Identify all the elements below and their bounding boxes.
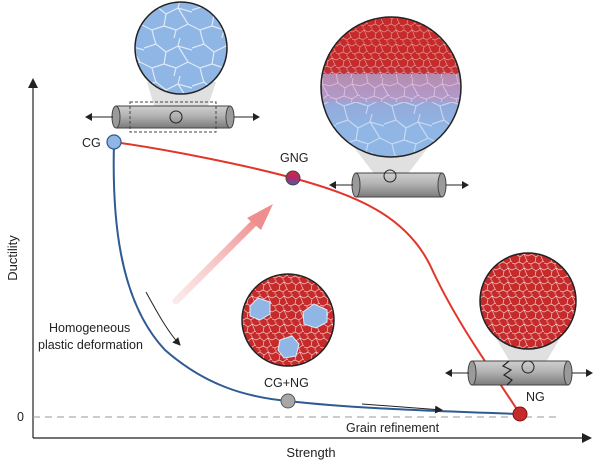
- axes: 0 Strength Ductility: [5, 78, 592, 460]
- cg-label: CG: [82, 136, 101, 150]
- gng-point-marker: [285, 170, 301, 186]
- gng-rod: [329, 169, 469, 198]
- grain-refinement-label: Grain refinement: [346, 421, 440, 435]
- cg-inset: CG: [82, 1, 260, 150]
- ng-label: NG: [526, 390, 545, 404]
- cg-ng-grain-image: [241, 273, 335, 367]
- y-axis-arrow: [28, 78, 38, 88]
- x-axis-title: Strength: [286, 445, 335, 460]
- cg-rod: [85, 101, 260, 133]
- cg-ng-label: CG+NG: [264, 376, 309, 390]
- ng-point-marker: [512, 406, 528, 422]
- ng-rod: [445, 360, 593, 386]
- red-curve-cg-to-ng: [113, 141, 521, 415]
- y-zero-label: 0: [17, 410, 24, 424]
- gng-grain-image: [320, 16, 462, 158]
- x-axis-arrow: [582, 433, 592, 443]
- cg-grain-image: [134, 1, 228, 95]
- homogeneous-label-line1: Homogeneous: [49, 321, 130, 335]
- blue-curve-cg-to-ng: [112, 141, 521, 415]
- ng-fracture: [501, 360, 513, 386]
- ng-grain-image: [479, 252, 577, 350]
- cg-ng-inset: CG+NG: [241, 273, 335, 409]
- cg-ng-point-marker: [280, 393, 296, 409]
- improvement-arrow: [172, 204, 273, 305]
- ng-inset: NG: [445, 252, 593, 422]
- homogeneous-arrow: [145, 291, 181, 346]
- homogeneous-label-line2: plastic deformation: [38, 338, 143, 352]
- gng-label: GNG: [280, 151, 308, 165]
- y-axis-title: Ductility: [5, 235, 20, 281]
- cg-point-marker: [106, 134, 122, 150]
- grain-refinement-arrow: [361, 403, 443, 414]
- gng-inset: GNG: [280, 16, 469, 198]
